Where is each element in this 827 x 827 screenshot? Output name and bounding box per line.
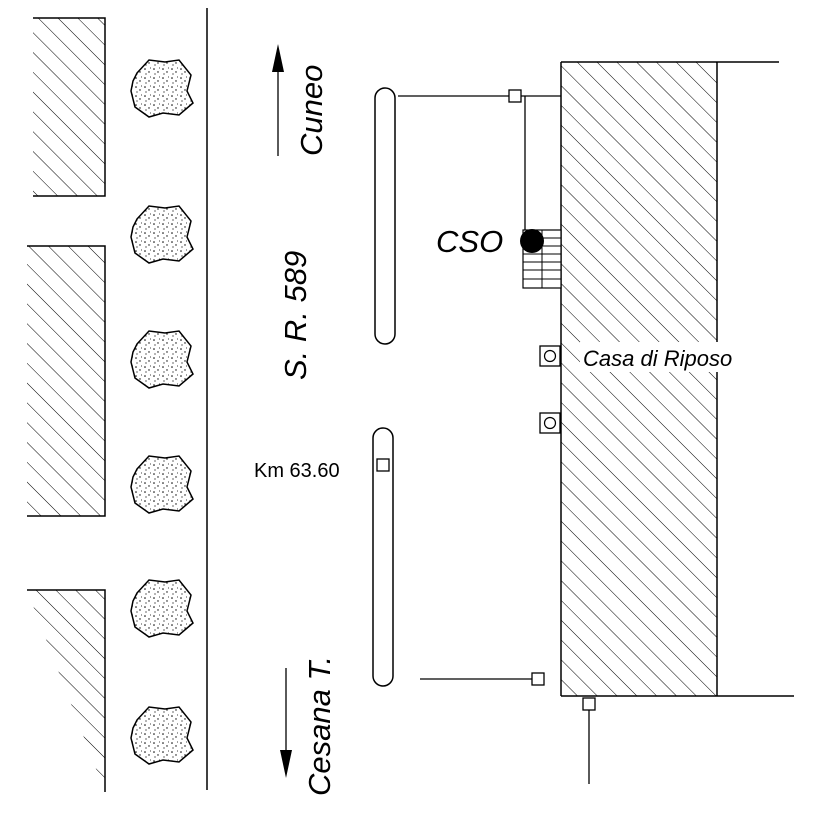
node-bottom	[531, 672, 545, 686]
tree-icon	[130, 455, 194, 514]
road-name-label: S. R. 589	[278, 251, 313, 380]
tree-icon	[130, 579, 194, 638]
arrow-up-icon	[272, 44, 284, 156]
building-block-top-left	[33, 17, 106, 197]
arrow-down-icon	[280, 668, 292, 778]
left-buildings	[27, 17, 106, 792]
direction-label-south: Cesana T.	[302, 656, 337, 796]
kilometer-marker-node	[376, 458, 390, 472]
manhole-icon	[539, 412, 561, 434]
building-label-backdrop	[580, 342, 768, 372]
tree-icon	[130, 59, 194, 118]
right-building	[560, 61, 794, 697]
tree-row	[130, 59, 194, 765]
station-marker-icon	[520, 229, 544, 253]
traffic-island-lower	[372, 427, 394, 687]
manhole-icon	[539, 345, 561, 367]
building-block-bottom-left	[27, 589, 106, 792]
station-code-label: CSO	[436, 224, 503, 259]
building-name-label: Casa di Riposo	[583, 346, 732, 371]
tree-icon	[130, 330, 194, 389]
kilometer-marker-label: Km 63.60	[254, 460, 340, 482]
network-lines	[398, 95, 590, 784]
direction-label-north: Cuneo	[294, 65, 329, 156]
tree-icon	[130, 706, 194, 765]
tree-icon	[130, 205, 194, 264]
node-corner	[582, 697, 596, 711]
traffic-island-upper	[374, 87, 396, 345]
node-top	[508, 89, 522, 103]
building-block-mid-left	[27, 245, 106, 517]
